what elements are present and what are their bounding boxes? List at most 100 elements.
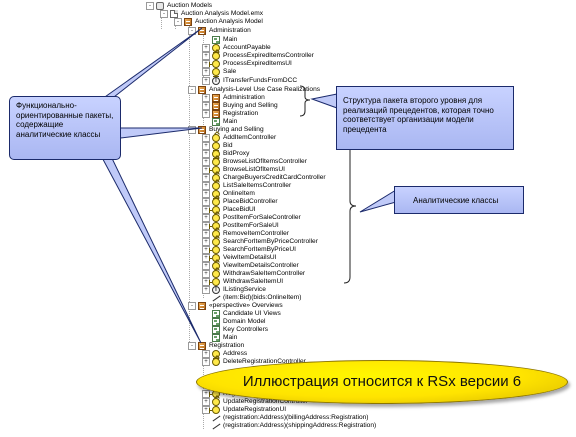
expand-toggle-icon[interactable]: +: [202, 142, 210, 150]
package-icon: [198, 126, 206, 134]
expand-toggle-icon[interactable]: +: [202, 110, 210, 118]
tree-node-label: SearchForItemByPriceController: [223, 238, 318, 245]
tree-node-label: AddItemController: [223, 134, 277, 141]
tree-node-label: SearchForItemByPriceUI: [223, 246, 296, 253]
tree-node-label: BidProxy: [223, 150, 250, 157]
expand-toggle-icon[interactable]: +: [202, 398, 210, 406]
boundary-class-icon: [209, 60, 220, 68]
expand-toggle-icon[interactable]: +: [202, 94, 210, 102]
tree-node-label: Administration: [223, 94, 265, 101]
tree-guide-line: [203, 349, 204, 429]
package-icon: [198, 302, 206, 310]
control-class-icon: [212, 52, 220, 60]
expand-toggle-icon[interactable]: +: [202, 286, 210, 294]
collapse-toggle-icon[interactable]: -: [160, 10, 168, 18]
tree-node-label: Auction Analysis Model: [195, 18, 263, 25]
expand-toggle-icon[interactable]: +: [202, 52, 210, 60]
tree-node-label: Buying and Selling: [209, 126, 264, 133]
brace-realizations: [299, 85, 311, 117]
tree-guide-line: [161, 9, 162, 29]
tree-node-label: Auction Analysis Model.emx: [181, 10, 264, 17]
expand-toggle-icon[interactable]: +: [202, 150, 210, 158]
expand-toggle-icon[interactable]: +: [202, 134, 210, 142]
tree-node-label: Registration: [223, 110, 259, 117]
tree-node-label: Main: [223, 36, 238, 43]
tree-node-label: UpdateRegistrationController: [223, 398, 309, 405]
diagram-icon: [212, 36, 220, 44]
expand-toggle-icon[interactable]: +: [202, 68, 210, 76]
tree-node-label: Bid: [223, 142, 233, 149]
package-icon: [198, 86, 206, 94]
tree-node-label: Main: [223, 334, 238, 341]
tree-node-label: WithdrawSaleItemController: [223, 270, 306, 277]
expand-toggle-icon[interactable]: +: [202, 102, 210, 110]
tree-node-label: ITransferFundsFromDCC: [223, 77, 298, 84]
tree-guide-line: [189, 26, 190, 346]
control-class-icon: [212, 238, 220, 246]
package-icon: [184, 18, 192, 26]
expand-toggle-icon[interactable]: +: [202, 77, 210, 85]
pointer-to-registration: [97, 149, 202, 344]
expand-toggle-icon[interactable]: +: [202, 350, 210, 358]
control-class-icon: [212, 214, 220, 222]
expand-toggle-icon[interactable]: +: [202, 238, 210, 246]
rsx-version-banner: Иллюстрация относится к RSx версии 6: [196, 360, 568, 404]
collapse-toggle-icon[interactable]: -: [174, 18, 182, 26]
collapse-toggle-icon[interactable]: -: [146, 2, 154, 10]
collapse-toggle-icon[interactable]: -: [188, 302, 196, 310]
collapse-toggle-icon[interactable]: -: [188, 86, 196, 94]
expand-toggle-icon[interactable]: +: [202, 230, 210, 238]
tree-node-label: (item:Bid)(bids:OnlineItem): [223, 294, 302, 301]
tree-node-label: ProcessExpiredItemsController: [223, 52, 314, 59]
tree-node-label: Candidate UI Views: [223, 310, 281, 317]
pointer-to-realizations: [310, 93, 338, 109]
expand-toggle-icon[interactable]: +: [202, 190, 210, 198]
pointer-to-administration: [93, 27, 203, 105]
tree-node-label: (registration:Address)(shippingAddress:R…: [223, 422, 377, 429]
tree-node-label: (registration:Address)(billingAddress:Re…: [223, 414, 369, 421]
boundary-class-icon: [209, 246, 220, 254]
expand-toggle-icon[interactable]: +: [202, 214, 210, 222]
collapse-toggle-icon[interactable]: -: [188, 342, 196, 350]
tree-node-label: Address: [223, 350, 248, 357]
diagram-icon: [212, 326, 220, 334]
tree-node-label: PlaceBidController: [223, 198, 278, 205]
callout-analysis-classes: Аналитические классы: [394, 186, 524, 214]
control-class-icon: [212, 270, 220, 278]
expand-toggle-icon[interactable]: +: [202, 182, 210, 190]
expand-toggle-icon[interactable]: +: [202, 158, 210, 166]
tree-node-label: Administration: [209, 27, 251, 34]
tree-node-label: ViewItemDetailsController: [223, 262, 299, 269]
diagram-icon: [212, 334, 220, 342]
tree-node-label: AccountPayable: [223, 44, 271, 51]
tree-node-label: ProcessExpiredItemsUI: [223, 60, 292, 67]
control-class-icon: [212, 198, 220, 206]
doc-icon: [170, 10, 178, 18]
callout-realization-structure: Структура пакета второго уровня для реал…: [336, 86, 514, 150]
package-icon: [212, 94, 220, 102]
pointer-to-buying-selling: [114, 127, 203, 139]
tree-node-label: Buying and Selling: [223, 102, 278, 109]
tree-node-label: Main: [223, 118, 238, 125]
expand-toggle-icon[interactable]: +: [202, 270, 210, 278]
control-class-icon: [212, 134, 220, 142]
tree-node-label: BrowseListOfItemsController: [223, 158, 307, 165]
tree-node-label: VeiwItemDetailsUI: [223, 254, 277, 261]
expand-toggle-icon[interactable]: +: [202, 358, 210, 366]
expand-toggle-icon[interactable]: +: [202, 198, 210, 206]
tree-node-label: PlaceBidUI: [223, 206, 256, 213]
tree-node-label: Sale: [223, 68, 237, 75]
tree-node-label: Registration: [209, 342, 245, 349]
tree-node-label: Key Controllers: [223, 326, 269, 333]
tree-node-label: «perspective» Overviews: [209, 302, 283, 309]
expand-toggle-icon[interactable]: +: [202, 174, 210, 182]
diagram-icon: [212, 318, 220, 326]
pointer-to-analysis-classes: [359, 189, 397, 213]
expand-toggle-icon[interactable]: +: [202, 262, 210, 270]
expand-toggle-icon[interactable]: +: [202, 44, 210, 52]
tree-node-label: Domain Model: [223, 318, 266, 325]
control-class-icon: [212, 158, 220, 166]
